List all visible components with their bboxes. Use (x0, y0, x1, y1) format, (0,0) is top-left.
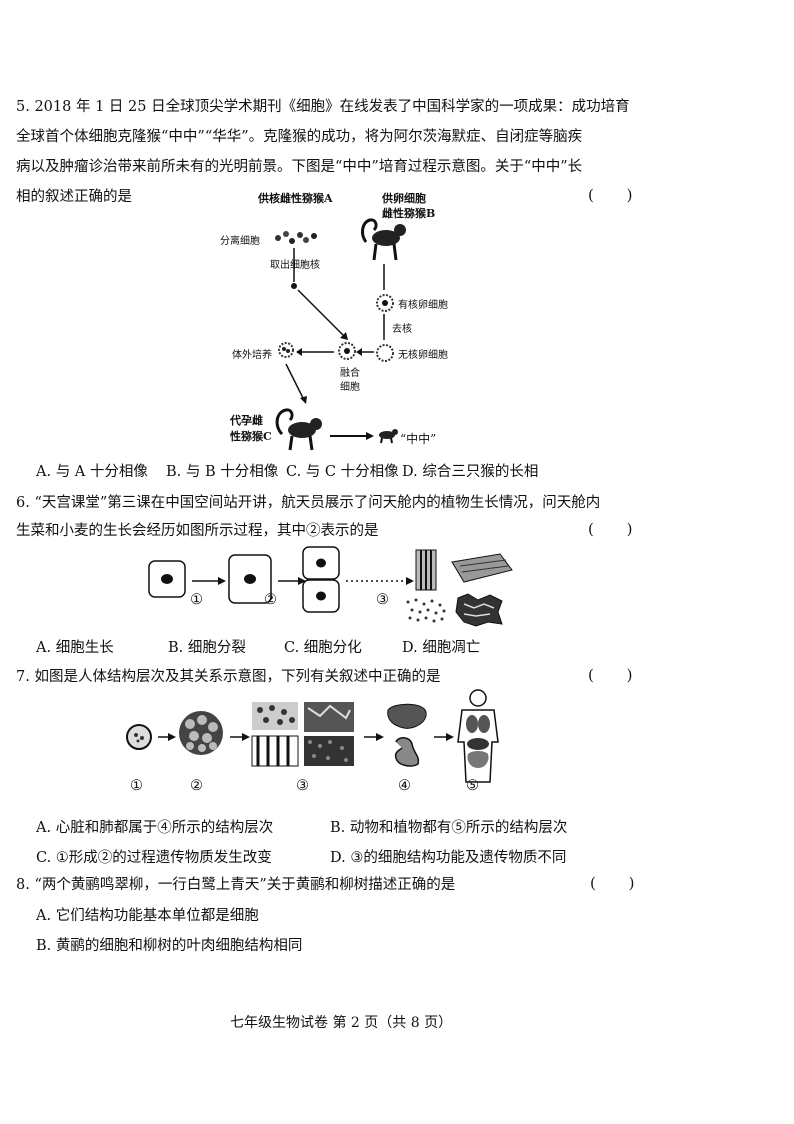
cell-cluster-icon (179, 711, 223, 755)
step-2-label: ② (264, 592, 277, 608)
vascular-tissue-icon (415, 549, 437, 591)
fused-label-1: 融合 (340, 368, 360, 379)
q8-answer-paren: ( ) (590, 874, 649, 892)
surrogate-label-1: 代孕雌 (230, 414, 263, 427)
monkey-c-icon (275, 408, 322, 451)
q5-option-d[interactable]: D. 综合三只猴的长相 (402, 464, 539, 480)
zhongzhong-label: “中中” (400, 432, 437, 446)
fusion-to-culture-arrow (296, 348, 334, 356)
monkey-b-icon (361, 218, 406, 261)
q6-answer-paren: ( ) (588, 520, 647, 538)
nucleus-dot-icon (291, 283, 297, 289)
donor-b-label-1: 供卵细胞 (382, 192, 426, 205)
fused-cell-icon (338, 342, 356, 360)
separate-cells-label: 分离细胞 (220, 236, 260, 247)
page-footer: 七年级生物试卷 第 2 页（共 8 页） (230, 1015, 453, 1031)
q6-line-1: 6. “天宫课堂”第三课在中国空间站开讲，航天员展示了问天舱内的植物生长情况，问… (16, 495, 601, 511)
surrogate-label-2: 性猕猴C (230, 430, 272, 443)
cell-2-icon (228, 554, 272, 604)
q5-answer-paren: ( ) (588, 186, 647, 204)
donor-b-label-2: 雌性猕猴B (382, 207, 436, 220)
q8-option-b[interactable]: B. 黄鹂的细胞和柳树的叶肉细胞结构相同 (36, 938, 303, 954)
remove-nucleus-label: 去核 (392, 324, 412, 335)
divided-cells-icon (302, 546, 340, 613)
q8-option-a[interactable]: A. 它们结构功能基本单位都是细胞 (36, 908, 259, 924)
culture-to-surrogate-arrow (285, 363, 307, 404)
nucleated-egg-label: 有核卵细胞 (398, 300, 448, 311)
surrogate-to-baby-arrow (330, 432, 374, 440)
single-cell-icon (126, 724, 152, 750)
organs-icon (387, 703, 427, 767)
baby-monkey-icon (379, 429, 398, 444)
organ-to-body-arrow (434, 733, 454, 741)
q5-line-4: 相的叙述正确的是 (16, 189, 132, 205)
remove-nucleus-arrow (383, 314, 385, 340)
q6-option-c[interactable]: C. 细胞分化 (284, 640, 362, 656)
q6-line-2: 生菜和小麦的生长会经历如图所示过程，其中②表示的是 (16, 523, 379, 539)
human-body-icon (457, 689, 499, 783)
parenchyma-tissue-icon (406, 598, 446, 623)
nucleated-egg-icon (376, 294, 394, 312)
level-1-label: ① (130, 778, 143, 794)
tissue-to-organ-arrow (364, 733, 384, 741)
nucleus-to-fusion-arrow (297, 289, 348, 340)
step-3-label: ③ (376, 592, 389, 608)
q6-option-d[interactable]: D. 细胞凋亡 (402, 640, 481, 656)
nucleus-arrow (293, 248, 295, 282)
q7-option-b[interactable]: B. 动物和植物都有⑤所示的结构层次 (330, 820, 568, 836)
q6-option-a[interactable]: A. 细胞生长 (36, 640, 114, 656)
step-1-arrow (192, 577, 226, 585)
fused-label-2: 细胞 (340, 382, 360, 393)
level-4-label: ④ (398, 778, 411, 794)
level-5-label: ⑤ (466, 778, 479, 794)
level-3-label: ③ (296, 778, 309, 794)
q5-line-2: 全球首个体细胞克隆猴“中中”“华华”。克隆猴的成功，将为阿尔茨海默症、自闭症等脑… (16, 129, 583, 145)
egg-to-fusion-arrow (356, 348, 374, 356)
q5-option-b[interactable]: B. 与 B 十分相像 (166, 464, 279, 480)
q7-option-a[interactable]: A. 心脏和肺都属于④所示的结构层次 (36, 820, 274, 836)
enucleated-egg-icon (376, 344, 394, 362)
cluster-to-tissue-arrow (230, 733, 250, 741)
step-2-arrow (278, 577, 306, 585)
step-1-label: ① (190, 592, 203, 608)
q5-line-1: 5. 2018 年 1 日 25 日全球顶尖学术期刊《细胞》在线发表了中国科学家… (16, 99, 630, 115)
in-vitro-label: 体外培养 (232, 350, 272, 361)
q7-line-1: 7. 如图是人体结构层次及其关系示意图，下列有关叙述中正确的是 (16, 669, 441, 685)
q6-option-b[interactable]: B. 细胞分裂 (168, 640, 246, 656)
epidermal-tissue-icon (451, 553, 513, 583)
tissues-icon (251, 702, 354, 767)
embryo-icon (278, 342, 294, 358)
meristem-tissue-icon (455, 593, 503, 627)
step-3-arrow (346, 577, 414, 585)
donor-a-label: 供核雌性猕猴A (258, 192, 333, 205)
q8-line-1: 8. “两个黄鹂鸣翠柳，一行白鹭上青天”关于黄鹂和柳树描述正确的是 (16, 877, 456, 893)
cell-to-cluster-arrow (158, 733, 176, 741)
cell-1-icon (148, 560, 186, 598)
monkey-b-arrow (383, 264, 385, 290)
q7-option-d[interactable]: D. ③的细胞结构功能及遗传物质不同 (330, 850, 567, 866)
q7-answer-paren: ( ) (588, 666, 647, 684)
level-2-label: ② (190, 778, 203, 794)
q5-line-3: 病以及肿瘤诊治带来前所未有的光明前景。下图是“中中”培育过程示意图。关于“中中”… (16, 159, 583, 175)
q7-option-c[interactable]: C. ①形成②的过程遗传物质发生改变 (36, 850, 272, 866)
q5-option-a[interactable]: A. 与 A 十分相像 (36, 464, 148, 480)
q5-option-c[interactable]: C. 与 C 十分相像 (286, 464, 399, 480)
enucleated-egg-label: 无核卵细胞 (398, 350, 448, 361)
take-nucleus-label: 取出细胞核 (270, 260, 320, 271)
separated-cells-icon (275, 231, 317, 244)
